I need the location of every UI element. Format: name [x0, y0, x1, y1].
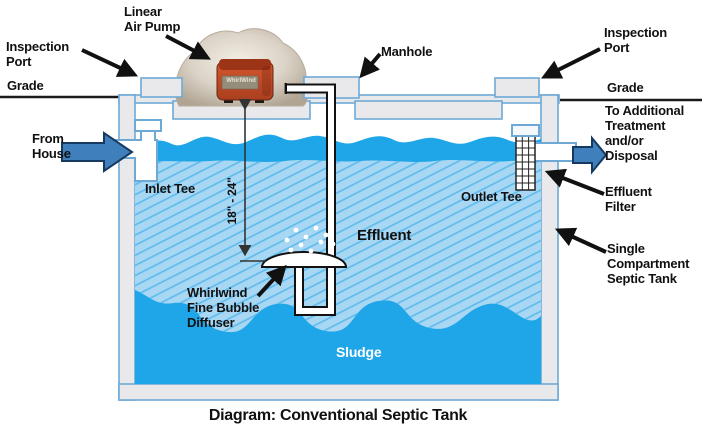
label-to-additional-treatment: To Additional Treatment and/or Disposal [605, 103, 684, 163]
diffuser-dome [260, 251, 348, 268]
depth-dimension-arrow [238, 99, 266, 262]
label-manhole: Manhole [381, 44, 433, 59]
label-inspection-port-left: Inspection Port [6, 39, 70, 69]
label-grade-right: Grade [607, 80, 644, 95]
inflow-arrow [61, 131, 134, 173]
label-inlet-tee: Inlet Tee [145, 181, 195, 196]
inlet-tee-pipe [109, 119, 162, 182]
label-whirlwind-diffuser: Whirlwind Fine Bubble Diffuser [187, 285, 260, 330]
arrow-single-compartment [554, 227, 607, 254]
arrow-inspection-port-right [540, 47, 601, 79]
label-inspection-port-right: Inspection Port [604, 25, 668, 55]
air-pump [216, 59, 274, 103]
outlet-tee-pipe [511, 124, 577, 191]
label-effluent: Effluent [357, 227, 412, 244]
air-pipe [284, 83, 336, 316]
effluent-filter-screen [515, 133, 536, 191]
outflow-arrow [572, 135, 608, 175]
air-bubbles [284, 225, 336, 259]
arrow-inspection-port-left [81, 48, 139, 77]
label-depth-range: 18" - 24" [225, 177, 240, 225]
label-single-compartment: Single Compartment Septic Tank [607, 241, 690, 286]
label-outlet-tee: Outlet Tee [461, 189, 522, 204]
diagram-caption: Diagram: Conventional Septic Tank [208, 407, 468, 424]
inspection-port-right-box [494, 77, 540, 98]
effluent-hatch-texture [135, 160, 541, 333]
label-arrows [81, 34, 607, 298]
label-from-house: From House [32, 131, 71, 161]
inspection-port-left-box [140, 77, 183, 98]
label-linear-air-pump: Linear Air Pump [124, 4, 181, 34]
label-sludge: Sludge [336, 344, 382, 360]
arrow-whirlwind-diffuser [256, 264, 287, 298]
label-effluent-filter: Effluent Filter [605, 184, 652, 214]
pump-brand-label: WhirlWind [226, 78, 256, 84]
arrow-linear-air-pump [165, 34, 211, 60]
label-grade-left: Grade [7, 78, 44, 93]
arrow-manhole [359, 52, 382, 79]
arrow-effluent-filter [544, 168, 605, 196]
